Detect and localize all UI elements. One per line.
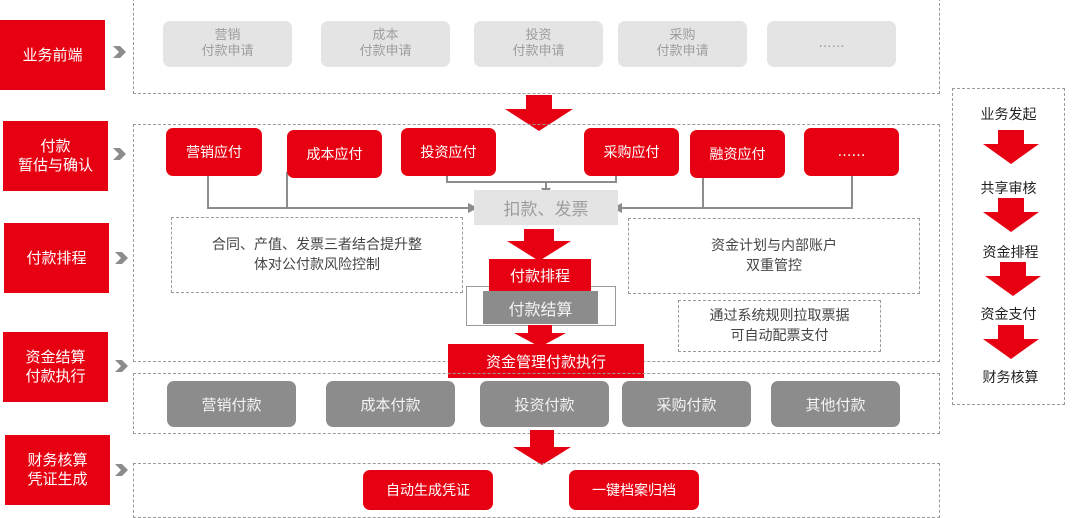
- flow-panel: [952, 88, 1065, 405]
- down-arrow-icon: [505, 95, 573, 131]
- request-more: ……: [767, 21, 896, 67]
- payable-investment: 投资应付: [401, 128, 496, 176]
- down-arrow-icon: [983, 325, 1039, 359]
- payable-financing: 融资应付: [690, 130, 785, 178]
- payment-other: 其他付款: [771, 381, 900, 427]
- stage-payment-estimate-confirm: 付款 暂估与确认: [3, 121, 108, 191]
- note-auto-invoice-matching: 通过系统规则拉取票据 可自动配票支付: [678, 300, 881, 352]
- chevron-right-icon: [115, 464, 128, 476]
- flow-step-label: 资金排程: [982, 245, 1039, 261]
- payable-more: ……: [804, 128, 899, 176]
- request-marketing: 营销 付款申请: [163, 21, 292, 67]
- settlement-box: 付款结算: [483, 291, 598, 324]
- flow-step-label: 业务发起: [980, 107, 1037, 123]
- chevron-right-icon: [115, 360, 128, 372]
- flow-step: 业务发起: [952, 104, 1065, 124]
- request-procurement: 采购 付款申请: [618, 21, 747, 67]
- payable-cost: 成本应付: [287, 130, 382, 178]
- flow-step-label: 财务核算: [982, 370, 1039, 386]
- flow-step: 共享审核: [952, 178, 1065, 198]
- auto-generate-voucher: 自动生成凭证: [363, 470, 493, 510]
- request-cost: 成本 付款申请: [321, 21, 450, 67]
- stage-accounting-voucher: 财务核算 凭证生成: [5, 435, 110, 505]
- stage-settlement-execution: 资金结算 付款执行: [3, 332, 108, 402]
- chevron-right-icon: [115, 252, 128, 264]
- payable-marketing: 营销应付: [166, 128, 262, 176]
- stage-business-front: 业务前端: [0, 20, 105, 90]
- down-arrow-icon: [983, 130, 1039, 164]
- payment-marketing: 营销付款: [167, 381, 296, 427]
- payment-cost: 成本付款: [326, 381, 455, 427]
- down-arrow-icon: [985, 262, 1041, 296]
- chevron-right-icon: [113, 46, 126, 58]
- payment-investment: 投资付款: [480, 381, 609, 427]
- down-arrow-icon: [514, 325, 566, 347]
- request-investment: 投资 付款申请: [474, 21, 603, 67]
- flow-step-label: 共享审核: [980, 181, 1037, 197]
- down-arrow-icon: [983, 198, 1039, 232]
- one-click-archive: 一键档案归档: [569, 470, 699, 510]
- payable-procurement: 采购应付: [584, 128, 679, 176]
- flow-step: 资金排程: [954, 242, 1067, 262]
- down-arrow-icon: [507, 229, 571, 261]
- flow-step-label: 资金支付: [980, 307, 1037, 323]
- zone-accounting: [133, 463, 940, 518]
- flow-step: 财务核算: [954, 367, 1067, 387]
- stage-payment-scheduling: 付款排程: [4, 223, 109, 293]
- chevron-right-icon: [113, 148, 126, 160]
- flow-step: 资金支付: [952, 304, 1065, 324]
- schedule-box: 付款排程: [489, 259, 591, 291]
- deduct-invoice-box: 扣款、发票: [474, 190, 618, 225]
- zone-business-front: [133, 0, 940, 94]
- note-risk-control: 合同、产值、发票三者结合提升整 体对公付款风险控制: [171, 217, 463, 293]
- payment-procurement: 采购付款: [622, 381, 751, 427]
- fund-payment-execution: 资金管理付款执行: [448, 344, 644, 378]
- note-dual-control: 资金计划与内部账户 双重管控: [628, 218, 920, 294]
- down-arrow-icon: [513, 430, 571, 465]
